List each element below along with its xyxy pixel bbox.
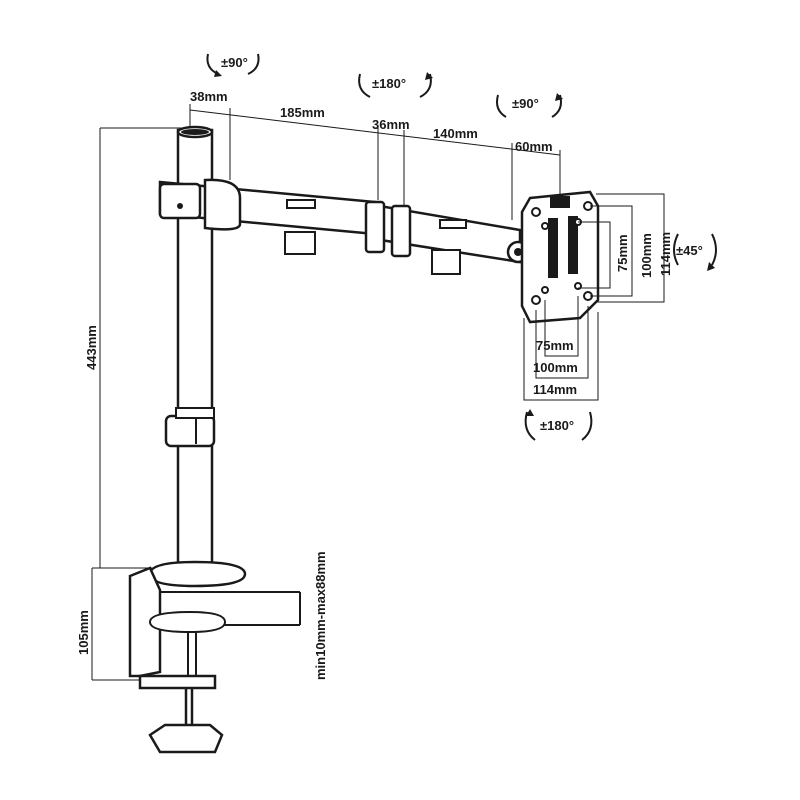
arm-segment-two <box>364 200 530 275</box>
vesa-horizontal-label-75: 75mm <box>536 338 574 353</box>
dim-label-arm-two: 140mm <box>433 126 478 141</box>
vesa-horizontal-dimensions <box>523 296 599 401</box>
clamp-knob[interactable] <box>148 723 224 754</box>
rotation-arrow-tilt <box>673 233 717 271</box>
dim-label-arm-one: 185mm <box>280 105 325 120</box>
vesa-vertical-dimensions <box>578 193 665 303</box>
dim-label-pole-height: 443mm <box>84 325 99 370</box>
rotation-arrow-head <box>496 93 563 118</box>
rotation-label-tilt: ±45° <box>676 243 703 258</box>
rotation-label-swivel: ±180° <box>540 418 574 433</box>
vesa-vertical-label-114: 114mm <box>658 232 673 276</box>
dim-label-joint: 36mm <box>372 117 410 132</box>
vesa-horizontal-label-100: 100mm <box>533 360 578 375</box>
rotation-arrow-mid <box>358 72 433 98</box>
vesa-vertical-label-100: 100mm <box>639 233 654 278</box>
height-collar <box>164 407 216 448</box>
clamp-base <box>128 560 247 725</box>
rotation-arrow-swivel <box>524 409 593 441</box>
dim-label-desk-thickness: min10mm-max88mm <box>313 551 328 680</box>
rotation-label-base: ±90° <box>221 55 248 70</box>
dim-label-clamp-height: 105mm <box>76 610 91 655</box>
rotation-label-mid: ±180° <box>372 76 406 91</box>
vesa-horizontal-label-114: 114mm <box>533 382 577 397</box>
rotation-label-head: ±90° <box>512 96 539 111</box>
vesa-plate <box>520 190 600 324</box>
vesa-vertical-label-75: 75mm <box>615 234 630 272</box>
dim-label-pole-offset: 38mm <box>190 89 228 104</box>
rotation-arrow-base <box>206 53 260 77</box>
dim-label-head: 60mm <box>515 139 553 154</box>
